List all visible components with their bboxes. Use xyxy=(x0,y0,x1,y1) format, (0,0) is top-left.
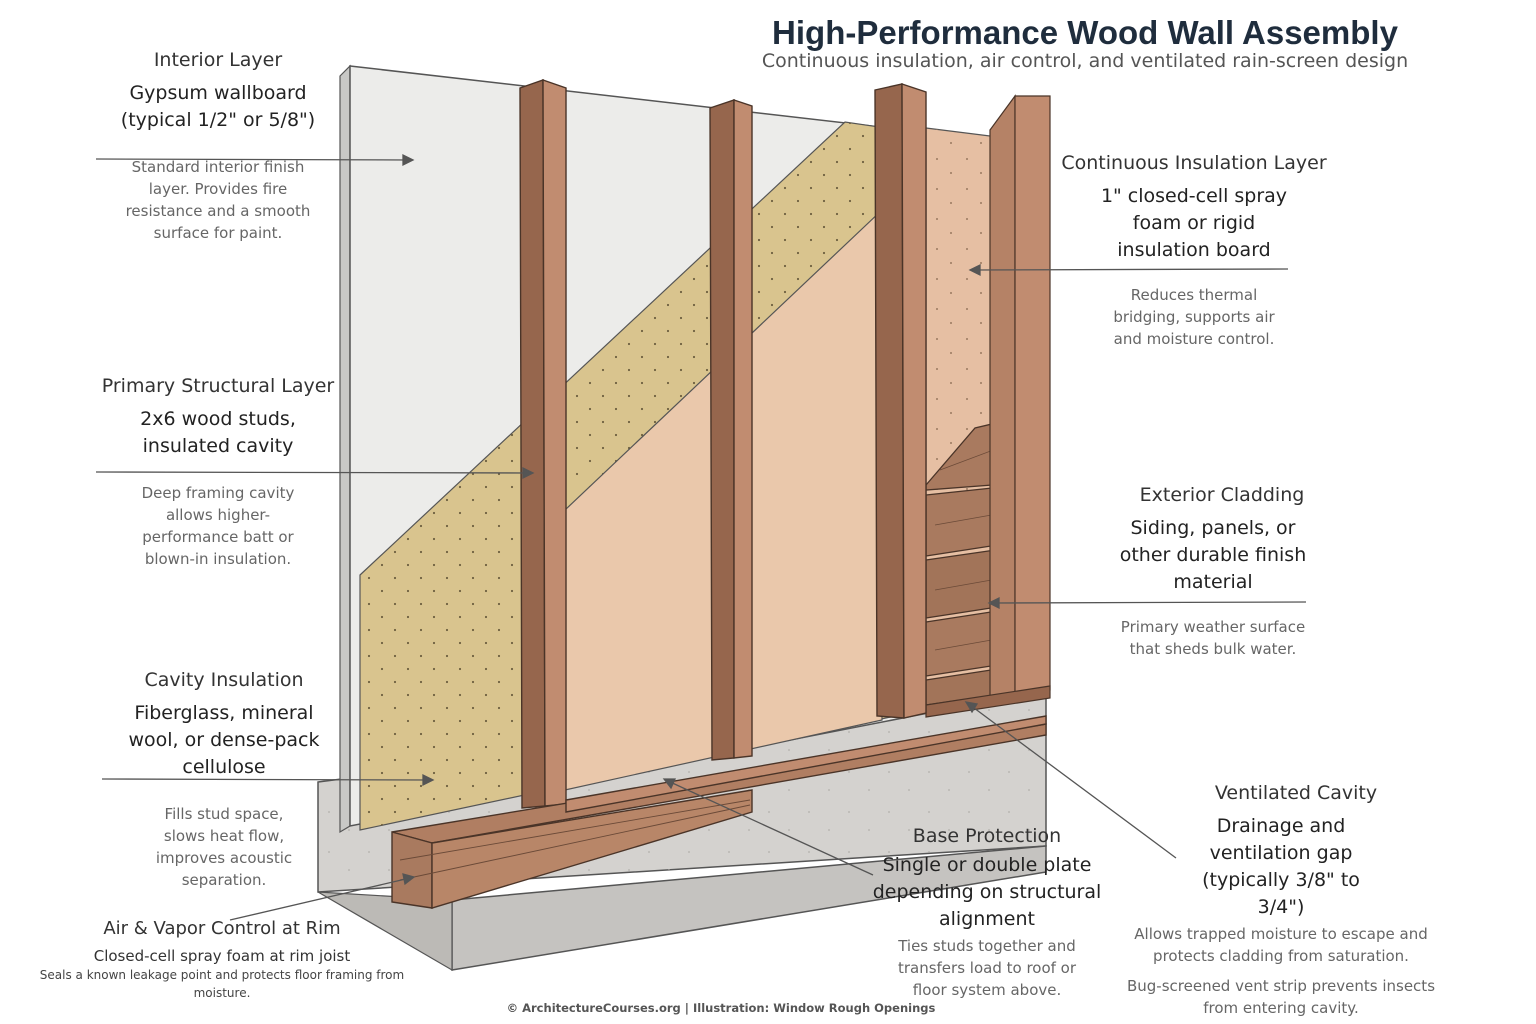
callout-spec: Siding, panels, or other durable finish … xyxy=(1119,517,1307,593)
page-subtitle: Continuous insulation, air control, and … xyxy=(761,50,1409,72)
callout-heading: Ventilated Cavity xyxy=(1214,782,1378,804)
callout-spec: Drainage and ventilation gap (typically … xyxy=(1202,815,1360,918)
callout-primary-structural-layer: Primary Structural Layer 2x6 wood studs,… xyxy=(86,374,350,570)
callout-air-vapor-control-rim: Air & Vapor Control at Rim Closed-cell s… xyxy=(10,918,434,1002)
callout-ventilated-cavity: Ventilated Cavity Drainage and ventilati… xyxy=(1114,781,1448,1019)
callout-heading: Exterior Cladding xyxy=(1139,484,1305,506)
ventilated-cavity-strip xyxy=(925,94,1051,718)
callout-description: Seals a known leakage point and protects… xyxy=(39,968,405,1000)
wood-studs xyxy=(519,79,927,809)
callout-heading: Base Protection xyxy=(912,825,1062,847)
callout-description-secondary: Bug-screened vent strip prevents insects… xyxy=(1126,977,1436,1017)
callout-heading: Primary Structural Layer xyxy=(101,375,335,397)
callout-description: Deep framing cavity allows higher-perfor… xyxy=(141,484,295,568)
callout-description: Allows trapped moisture to escape and pr… xyxy=(1134,925,1428,965)
callout-base-protection: Base Protection Single or double plate d… xyxy=(864,824,1110,1001)
callout-description: Fills stud space, slows heat flow, impro… xyxy=(155,805,293,889)
callout-description: Reduces thermal bridging, supports air a… xyxy=(1113,286,1275,348)
footer-credit: © ArchitectureCourses.org | Illustration… xyxy=(506,1001,936,1015)
callout-cavity-insulation: Cavity Insulation Fiberglass, mineral wo… xyxy=(114,668,334,891)
callout-spec: Fiberglass, mineral wool, or dense-pack … xyxy=(128,702,320,778)
callout-interior-layer: Interior Layer Gypsum wallboard (typical… xyxy=(108,48,328,244)
callout-description: Ties studs together and transfers load t… xyxy=(897,937,1077,999)
callout-heading: Continuous Insulation Layer xyxy=(1061,152,1327,174)
callout-spec: Closed-cell spray foam at rim joist xyxy=(93,947,351,965)
callout-spec: Single or double plate depending on stru… xyxy=(872,854,1102,930)
callout-spec: 1" closed-cell spray foam or rigid insul… xyxy=(1100,185,1288,261)
callout-heading: Air & Vapor Control at Rim xyxy=(103,918,341,939)
page-title: High-Performance Wood Wall Assembly xyxy=(772,14,1398,51)
callout-description: Standard interior finish layer. Provides… xyxy=(125,158,311,242)
callout-heading: Cavity Insulation xyxy=(144,669,304,691)
leader-lines xyxy=(95,153,1307,921)
callout-description: Primary weather surface that sheds bulk … xyxy=(1120,618,1306,658)
callout-continuous-insulation-layer: Continuous Insulation Layer 1" closed-ce… xyxy=(1060,151,1328,350)
callout-exterior-cladding: Exterior Cladding Siding, panels, or oth… xyxy=(1110,483,1316,660)
callout-heading: Interior Layer xyxy=(153,49,283,71)
bottom-plate xyxy=(391,715,1047,909)
callout-spec: 2x6 wood studs, insulated cavity xyxy=(140,408,296,457)
callout-spec: Gypsum wallboard (typical 1/2" or 5/8") xyxy=(120,82,316,131)
